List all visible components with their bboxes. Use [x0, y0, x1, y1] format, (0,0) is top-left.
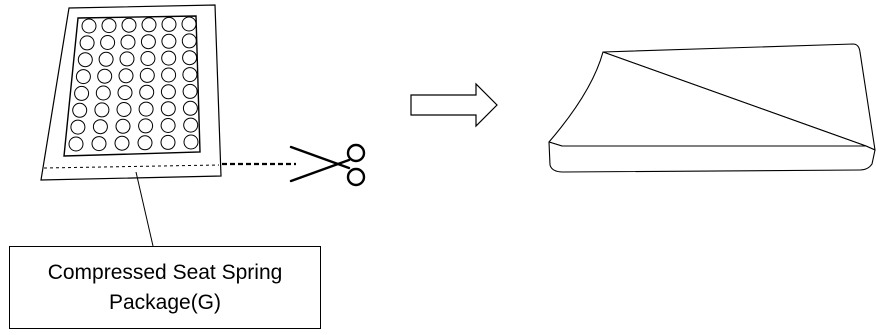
spring-coil: [115, 118, 131, 134]
spring-coil: [140, 51, 156, 66]
spring-coil: [161, 16, 177, 32]
spring-coil: [79, 35, 95, 51]
package-label-box: Compressed Seat Spring Package(G): [9, 246, 321, 329]
scissors-icon: [289, 143, 366, 187]
spring-coil: [139, 67, 155, 83]
spring-coil: [160, 118, 176, 133]
package-label-line-1: Compressed Seat Spring: [47, 260, 283, 284]
spring-coil: [117, 85, 133, 101]
spring-coil: [70, 119, 86, 135]
spring-coil: [120, 34, 136, 50]
spring-coil: [182, 100, 198, 116]
spring-coil: [160, 84, 176, 100]
spring-coil: [92, 119, 108, 135]
spring-coil: [119, 51, 135, 67]
spring-coil: [68, 136, 84, 152]
seat-spring-pad: [548, 43, 876, 173]
spring-coil: [101, 18, 117, 34]
spring-coil: [161, 67, 177, 83]
leader-line: [135, 171, 154, 247]
spring-coil: [94, 102, 110, 118]
spring-coil: [137, 135, 153, 151]
cut-line: [43, 164, 220, 169]
spring-coil: [95, 85, 111, 101]
spring-coil: [100, 35, 116, 50]
spring-coil: [140, 34, 156, 50]
spring-coil: [160, 134, 176, 150]
spring-coil: [183, 134, 199, 150]
spring-coil: [75, 69, 91, 85]
spring-coil: [160, 101, 176, 117]
spring-coil: [118, 68, 134, 84]
spring-coil: [74, 85, 90, 101]
spring-coil: [183, 117, 199, 133]
spring-coil: [72, 102, 88, 118]
spring-coil: [181, 33, 197, 49]
spring-coil: [161, 33, 177, 49]
spring-coil: [141, 17, 157, 33]
spring-coil: [91, 136, 107, 152]
spring-coil: [116, 102, 132, 117]
spring-coil: [121, 17, 137, 33]
spring-grid: [68, 16, 199, 152]
spring-coil: [181, 16, 197, 32]
spring-coil: [81, 18, 97, 34]
spring-coil: [182, 67, 198, 83]
spring-coil: [139, 84, 155, 100]
spring-coil: [182, 50, 198, 66]
spring-coil: [138, 118, 154, 134]
package-label-line-2: Package(G): [108, 290, 222, 314]
spring-coil: [97, 68, 113, 84]
right-arrow-icon: [410, 82, 498, 128]
spring-coil: [182, 83, 198, 99]
spring-coil: [114, 135, 130, 151]
spring-coil: [98, 51, 114, 67]
spring-coil: [77, 52, 93, 68]
spring-coil: [138, 101, 154, 117]
spring-coil: [161, 50, 177, 66]
